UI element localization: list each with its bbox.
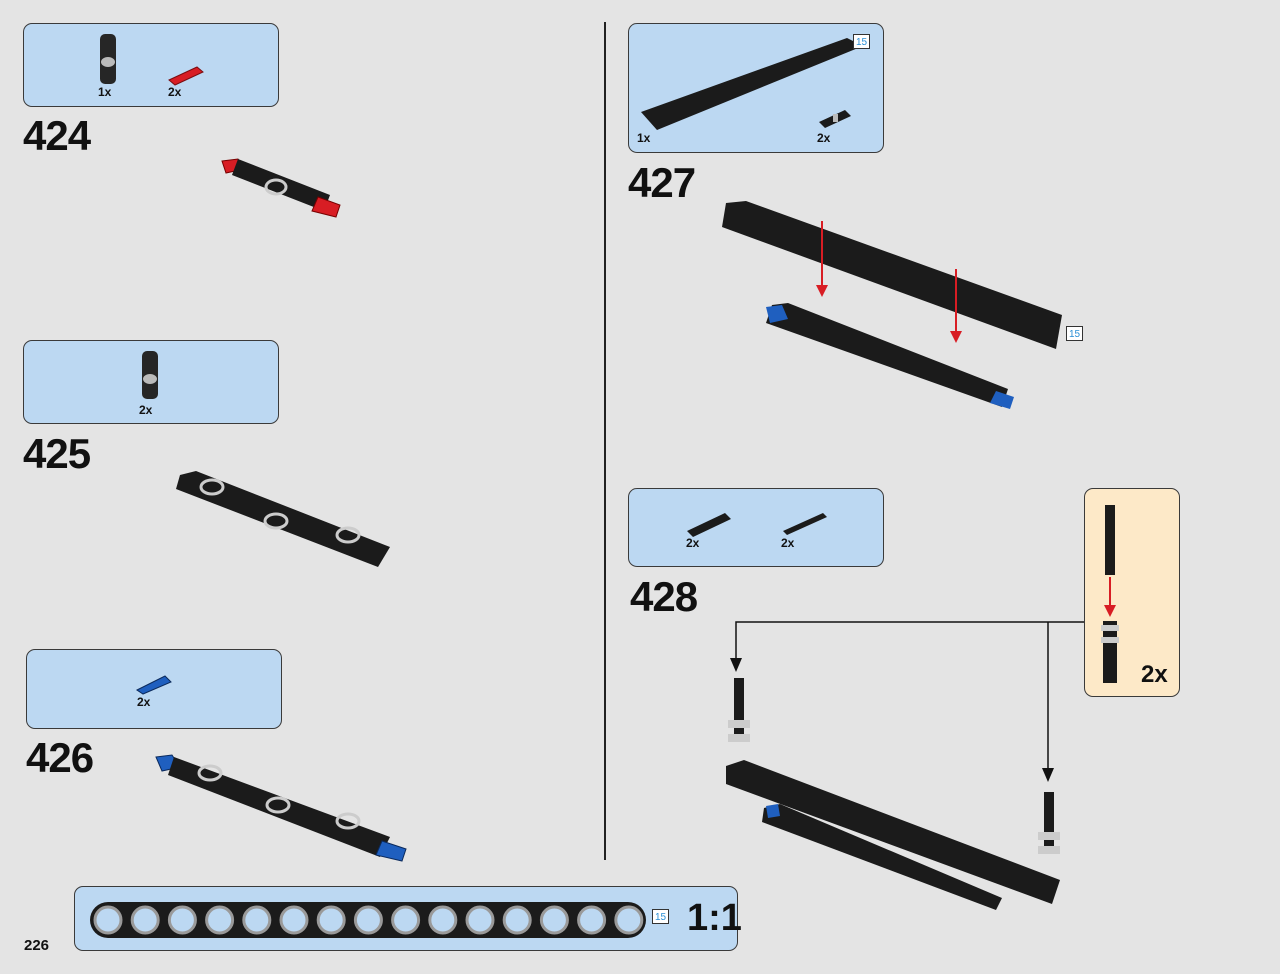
parts-box-424: 1x 2x (23, 23, 279, 107)
beam-hole (502, 905, 532, 935)
beam-hole (428, 905, 458, 935)
beam-length-tag: 15 (853, 34, 870, 49)
subassembly-qty: 2x (1141, 661, 1168, 688)
step-number-425: 425 (23, 430, 91, 477)
beam-hole (242, 905, 272, 935)
scale-guide-box: 15 1:1 (74, 886, 742, 951)
beam-15-icon (641, 38, 863, 130)
connector-pin-icon (142, 351, 158, 399)
column-divider (604, 22, 606, 860)
part-qty: 2x (168, 85, 182, 99)
bush-pin-icon (687, 513, 731, 537)
bush-pin-icon (819, 110, 851, 128)
page-number: 226 (24, 937, 50, 954)
beam-hole (167, 905, 197, 935)
axle-icon (783, 513, 827, 535)
scale-label: 1:1 (687, 897, 742, 939)
connector-pin-icon (100, 34, 116, 84)
red-axle-pin-icon (168, 66, 204, 86)
callout-pointer-lines (730, 621, 1084, 782)
step-number-424: 424 (23, 112, 91, 159)
step-number-426: 426 (26, 734, 94, 781)
part-qty: 2x (137, 695, 151, 709)
beam-hole (316, 905, 346, 935)
blue-axle-pin-icon (136, 675, 172, 695)
parts-box-428: 2x 2x (628, 488, 884, 567)
beam-hole (93, 905, 123, 935)
parts-box-427: 15 1x 2x (628, 23, 884, 153)
parts-box-425: 2x (23, 340, 279, 424)
step-426-assembly (155, 754, 407, 862)
step-425-assembly (176, 471, 390, 567)
beam-hole (391, 905, 421, 935)
beam-hole (205, 905, 235, 935)
beam-hole (130, 905, 160, 935)
scale-beam-15-icon (90, 902, 646, 938)
beam-hole (353, 905, 383, 935)
part-qty: 1x (637, 131, 651, 145)
subassembly-diagram (1101, 505, 1119, 683)
beam-hole (279, 905, 309, 935)
beam-hole (539, 905, 569, 935)
subassembly-callout: 2x (1084, 488, 1180, 697)
step-427-assembly (722, 201, 1062, 409)
beam-hole (614, 905, 644, 935)
part-qty: 2x (139, 403, 153, 417)
step-number-428: 428 (630, 573, 698, 620)
step-428-assembly (726, 678, 1060, 910)
step-424-assembly (221, 158, 341, 218)
part-qty: 2x (817, 131, 831, 145)
parts-box-426: 2x (26, 649, 282, 729)
beam-length-tag: 15 (1066, 326, 1083, 341)
beam-hole (577, 905, 607, 935)
beam-hole (465, 905, 495, 935)
part-qty: 1x (98, 85, 112, 99)
step-number-427: 427 (628, 159, 696, 206)
part-qty: 2x (686, 536, 700, 550)
part-qty: 2x (781, 536, 795, 550)
beam-length-tag: 15 (652, 909, 669, 924)
